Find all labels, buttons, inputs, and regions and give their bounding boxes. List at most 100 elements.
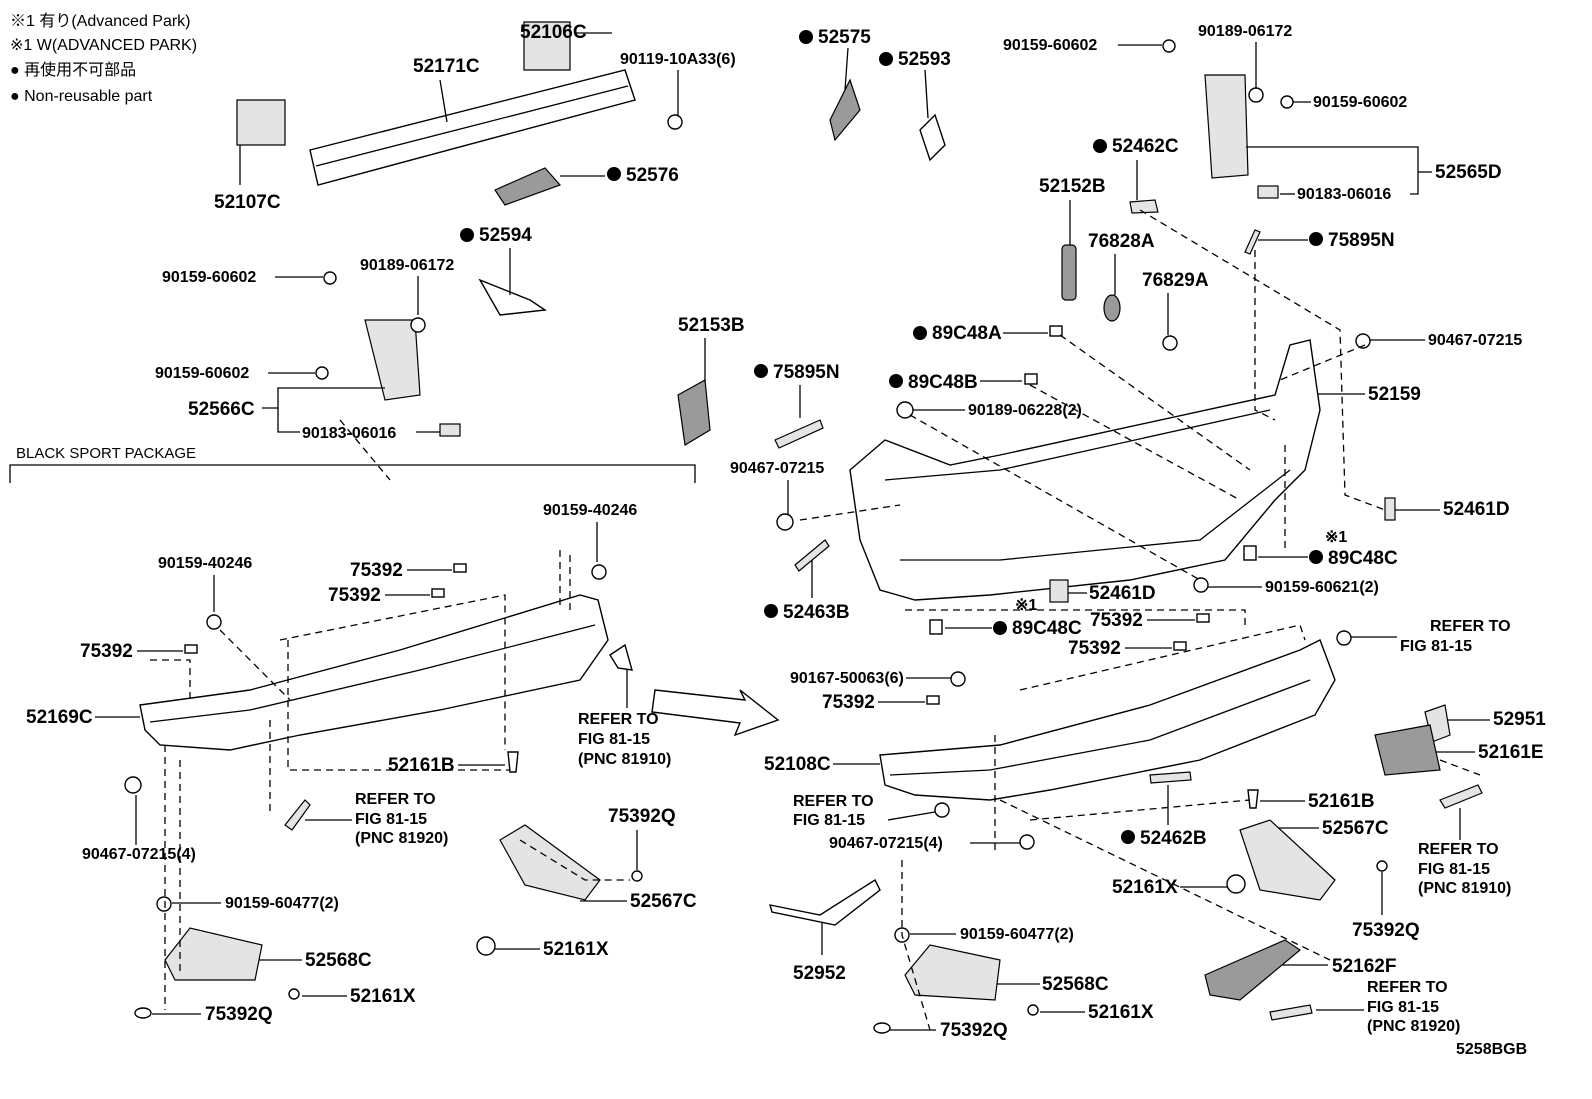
bumper-cover-shape bbox=[849, 339, 1321, 601]
label-90159-60621: 90159-60621(2) bbox=[1265, 579, 1379, 596]
label-52161B-l: 52161B bbox=[388, 755, 455, 776]
refer-l2-fig: FIG 81-15 bbox=[355, 811, 427, 828]
plate-52567c-l-shape bbox=[499, 824, 601, 901]
refer-r4-fig: FIG 81-15 bbox=[1367, 999, 1439, 1016]
label-52566C: 52566C bbox=[188, 399, 255, 420]
label-75392-l2: 75392 bbox=[328, 585, 381, 606]
label-90159-60602-d: 90159-60602 bbox=[1313, 94, 1407, 111]
plate-52567c-r-shape bbox=[1239, 819, 1336, 901]
note-advanced-park-jp: ※1 有り(Advanced Park) bbox=[10, 12, 191, 30]
label-90159-60602-c: 90159-60602 bbox=[1003, 37, 1097, 54]
label-75392Q-r2: 75392Q bbox=[940, 1020, 1008, 1041]
label-90159-40246-a: 90159-40246 bbox=[543, 502, 637, 519]
label-52568C-r: 52568C bbox=[1042, 974, 1109, 995]
label-90159-60477-r: 90159-60477(2) bbox=[960, 926, 1074, 943]
label-52171C: 52171C bbox=[413, 56, 480, 77]
refer-r1-fig: FIG 81-15 bbox=[1400, 638, 1472, 655]
label-75392Q-r1: 75392Q bbox=[1352, 920, 1420, 941]
refer-l1-pnc: (PNC 81910) bbox=[578, 751, 671, 768]
label-75895N-b: 75895N bbox=[773, 362, 840, 383]
duct-52568c-r-shape bbox=[904, 944, 1001, 1001]
refer-r3-to: REFER TO bbox=[1418, 841, 1499, 858]
label-52161E: 52161E bbox=[1478, 742, 1544, 763]
label-75392Q-l1: 75392Q bbox=[608, 806, 676, 827]
note-non-reusable-jp: ● 再使用不可部品 bbox=[10, 61, 136, 79]
refer-r3-fig: FIG 81-15 bbox=[1418, 861, 1490, 878]
label-52153B: 52153B bbox=[678, 315, 745, 336]
label-52462C: 52462C bbox=[1112, 136, 1179, 157]
label-52162F: 52162F bbox=[1332, 956, 1396, 977]
asterisk-89C48C-b: ※1 bbox=[1015, 597, 1037, 614]
dashed-guides bbox=[150, 209, 1481, 1031]
duct-52568c-l-shape bbox=[164, 927, 263, 981]
part-52576-shape bbox=[494, 167, 562, 206]
label-75392Q-l2: 75392Q bbox=[205, 1004, 273, 1025]
label-90189-06172-a: 90189-06172 bbox=[360, 257, 454, 274]
label-75392-r1: 75392 bbox=[1090, 610, 1143, 631]
label-90189-06228: 90189-06228(2) bbox=[968, 402, 1082, 419]
part-52153b-shape bbox=[677, 379, 711, 446]
label-75392-r2: 75392 bbox=[1068, 638, 1121, 659]
label-52565D: 52565D bbox=[1435, 162, 1502, 183]
part-52593-shape bbox=[919, 113, 946, 162]
label-90159-60602-b: 90159-60602 bbox=[155, 365, 249, 382]
label-52106C: 52106C bbox=[520, 22, 587, 43]
label-52951: 52951 bbox=[1493, 709, 1546, 730]
label-90183-06016-a: 90183-06016 bbox=[302, 425, 396, 442]
label-76828A: 76828A bbox=[1088, 231, 1155, 252]
label-90159-60602-a: 90159-60602 bbox=[162, 269, 256, 286]
label-75392-l1: 75392 bbox=[350, 560, 403, 581]
label-90119-10A33: 90119-10A33(6) bbox=[620, 51, 736, 68]
label-52161X-r1: 52161X bbox=[1112, 877, 1178, 898]
label-75895N-a: 75895N bbox=[1328, 230, 1395, 251]
label-90467-07215-4r: 90467-07215(4) bbox=[829, 835, 943, 852]
label-52568C-l: 52568C bbox=[305, 950, 372, 971]
asterisk-89C48C-a: ※1 bbox=[1325, 529, 1347, 546]
label-52567C-l: 52567C bbox=[630, 891, 697, 912]
lower-bumper-right-shape bbox=[879, 639, 1336, 801]
label-52161X-l2: 52161X bbox=[350, 986, 416, 1007]
refer-r4-to: REFER TO bbox=[1367, 979, 1448, 996]
label-89C48C-b: 89C48C bbox=[1012, 618, 1082, 639]
label-52567C-r: 52567C bbox=[1322, 818, 1389, 839]
bumper-cover-group: 90467-07215 52159 75895N 89C48B 90189-06… bbox=[730, 332, 1522, 655]
label-52461D-a: 52461D bbox=[1443, 499, 1510, 520]
refer-r2-to: REFER TO bbox=[793, 793, 874, 810]
package-label: BLACK SPORT PACKAGE bbox=[16, 445, 196, 462]
label-52107C: 52107C bbox=[214, 192, 281, 213]
variant-arrow bbox=[651, 689, 780, 737]
label-90467-07215-4l: 90467-07215(4) bbox=[82, 846, 196, 863]
label-90189-06172-b: 90189-06172 bbox=[1198, 23, 1292, 40]
label-52161X-r2: 52161X bbox=[1088, 1002, 1154, 1023]
bracket-52565d-shape bbox=[1204, 74, 1249, 179]
bracket-52107c-shape bbox=[236, 99, 286, 146]
label-89C48C-a: 89C48C bbox=[1328, 548, 1398, 569]
label-52462B: 52462B bbox=[1140, 828, 1207, 849]
side-bracket-group: 90159-60602 90189-06172 90159-60602 5246… bbox=[913, 23, 1502, 351]
refer-l1-fig: FIG 81-15 bbox=[578, 731, 650, 748]
grille-52162f-shape bbox=[1204, 939, 1302, 1001]
label-90467-07215-a: 90467-07215 bbox=[1428, 332, 1522, 349]
label-76829A: 76829A bbox=[1142, 270, 1209, 291]
label-75392-l3: 75392 bbox=[80, 641, 133, 662]
figure-code: 5258BGB bbox=[1456, 1041, 1527, 1058]
refer-r1-to: REFER TO bbox=[1430, 618, 1511, 635]
label-52152B: 52152B bbox=[1039, 176, 1106, 197]
label-90167-50063: 90167-50063(6) bbox=[790, 670, 904, 687]
label-90183-06016-b: 90183-06016 bbox=[1297, 186, 1391, 203]
refer-r4-pnc: (PNC 81920) bbox=[1367, 1018, 1460, 1035]
label-90159-60477-l: 90159-60477(2) bbox=[225, 895, 339, 912]
label-52463B: 52463B bbox=[783, 602, 850, 623]
bolt-90119-shape bbox=[667, 114, 683, 130]
label-52161X-l1: 52161X bbox=[543, 939, 609, 960]
legend: ※1 有り(Advanced Park) ※1 W(ADVANCED PARK)… bbox=[10, 12, 197, 105]
label-52161B-r: 52161B bbox=[1308, 791, 1375, 812]
part-52952-shape bbox=[769, 878, 881, 926]
lower-bumper-left-shape bbox=[139, 594, 609, 751]
bracket-52566c-shape bbox=[364, 319, 421, 401]
label-52576: 52576 bbox=[626, 165, 679, 186]
part-52575-shape bbox=[829, 78, 861, 142]
grille-52161e-shape bbox=[1374, 724, 1441, 776]
part-52594-shape bbox=[478, 278, 547, 316]
